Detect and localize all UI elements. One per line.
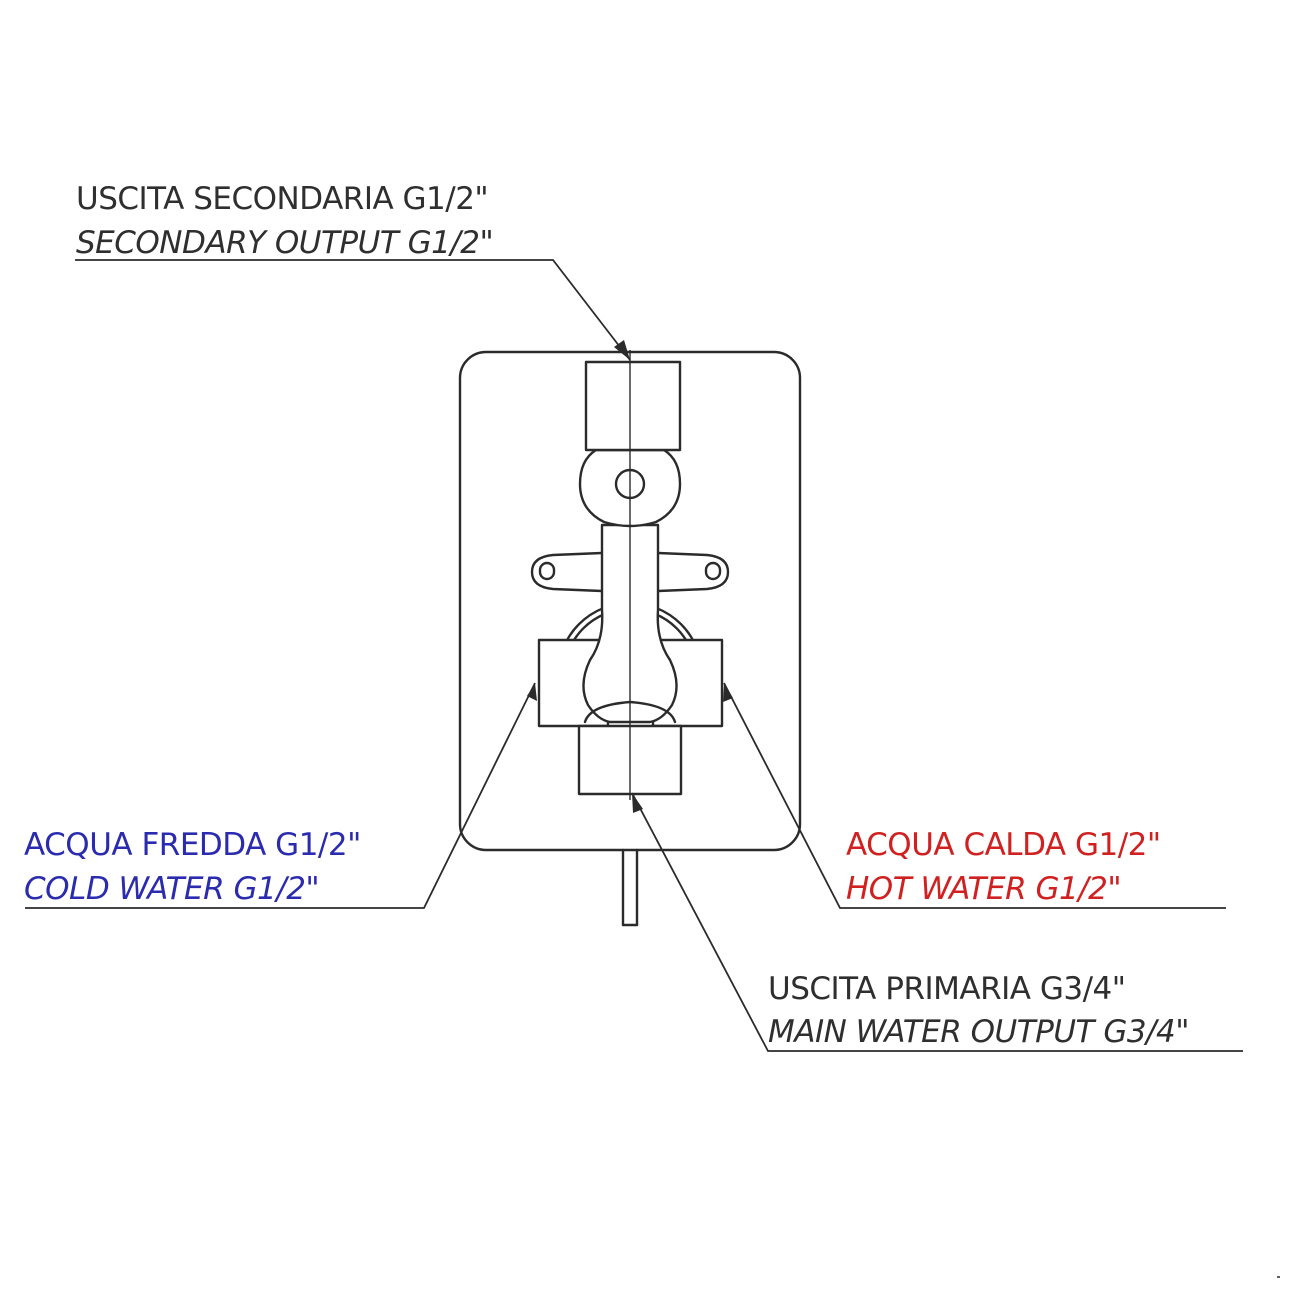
leader-hot [723, 682, 1226, 909]
arrowhead-secondary [614, 340, 630, 360]
mounting-lug-right [656, 551, 730, 593]
label-secondary-it: USCITA SECONDARIA G1/2" [76, 181, 489, 217]
label-cold-it: ACQUA FREDDA G1/2" [24, 827, 361, 863]
label-secondary-en: SECONDARY OUTPUT G1/2" [76, 225, 494, 261]
mounting-lug-left [530, 551, 604, 593]
arrowhead-hot [723, 683, 733, 702]
label-main-en: MAIN WATER OUTPUT G3/4" [768, 1014, 1190, 1050]
leader-secondary [75, 259, 631, 361]
leader-cold [25, 682, 536, 909]
leader-main [631, 792, 1243, 1052]
lower-stem [621, 848, 639, 927]
label-cold-en: COLD WATER G1/2" [24, 871, 320, 907]
label-hot-en: HOT WATER G1/2" [846, 871, 1122, 907]
secondary-outlet-fitting [584, 360, 682, 452]
label-main-it: USCITA PRIMARIA G3/4" [768, 971, 1126, 1007]
arrowhead-main [632, 793, 643, 813]
arrowhead-cold [527, 683, 537, 701]
label-hot-it: ACQUA CALDA G1/2" [846, 827, 1161, 863]
